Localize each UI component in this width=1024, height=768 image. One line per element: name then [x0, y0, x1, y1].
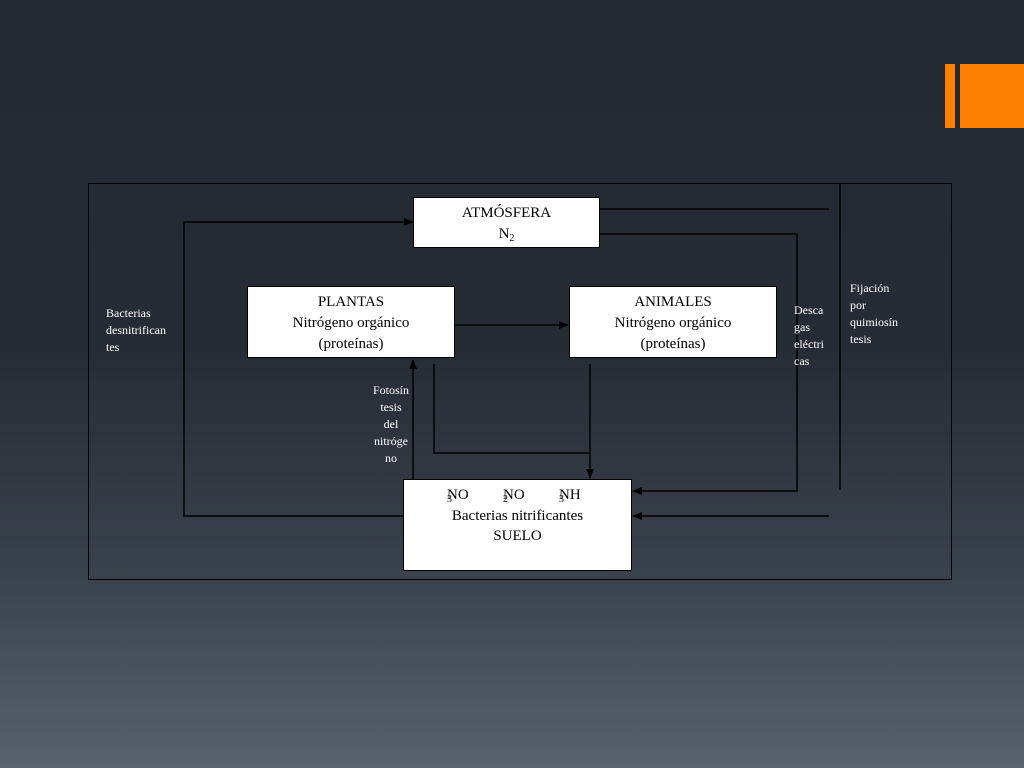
- label-discharges-line: Desca: [794, 303, 824, 317]
- soil-nh3-sub: 3: [559, 494, 564, 505]
- label-denitrifying-line: Bacterias: [106, 306, 151, 320]
- atmosphere-formula: N2: [414, 224, 599, 245]
- soil-nh3-base: NH: [559, 487, 581, 503]
- label-photosynthesis-line: Fotosín: [372, 383, 409, 397]
- atmosphere-title: ATMÓSFERA: [461, 205, 552, 221]
- label-nitrogen-photosynthesis: Fotosín tesis del nitróge no: [366, 382, 416, 467]
- atmosphere-box: ATMÓSFERA N2: [413, 197, 600, 248]
- animals-line3: (proteínas): [640, 336, 706, 352]
- animals-line2: Nitrógeno orgánico: [614, 315, 732, 331]
- soil-no2-base: NO: [503, 487, 525, 503]
- animals-box: ANIMALES Nitrógeno orgánico (proteínas): [569, 286, 777, 358]
- plants-title: PLANTAS: [317, 294, 385, 310]
- label-electrical-discharges: Desca gas eléctri cas: [794, 302, 824, 370]
- atmosphere-formula-base: N: [498, 226, 510, 242]
- atmosphere-formula-sub: 2: [509, 233, 515, 244]
- plants-line2: Nitrógeno orgánico: [292, 315, 410, 331]
- label-photosynthesis-line: no: [385, 451, 397, 465]
- soil-line3: SUELO: [493, 528, 542, 544]
- arrow-plants-soil: [433, 364, 589, 454]
- diagram-frame: [88, 183, 952, 580]
- soil-line2: Bacterias nitrificantes: [451, 508, 584, 524]
- label-fixation-line: quimiosín: [850, 315, 899, 329]
- label-fixation-line: tesis: [850, 332, 872, 346]
- plants-box: PLANTAS Nitrógeno orgánico (proteínas): [247, 286, 455, 358]
- accent-bar-thin: [945, 64, 955, 128]
- accent-bar-thick: [960, 64, 1024, 128]
- label-denitrifying-bacteria: Bacterias desnitrifican tes: [106, 305, 166, 356]
- label-chemosynthesis-fixation: Fijación por quimiosín tesis: [850, 280, 898, 348]
- label-denitrifying-line: desnitrifican: [106, 323, 166, 337]
- label-fixation-line: Fijación: [850, 281, 890, 295]
- plants-line3: (proteínas): [318, 336, 384, 352]
- arrow-electrical-discharges: [600, 233, 798, 495]
- soil-no2-sub: 2: [503, 494, 508, 505]
- label-discharges-line: gas: [794, 320, 810, 334]
- soil-no3-sub: 3: [447, 494, 452, 505]
- arrow-denitrification: [183, 218, 414, 517]
- label-photosynthesis-line: del: [383, 417, 399, 431]
- label-discharges-line: cas: [794, 354, 810, 368]
- label-photosynthesis-line: tesis: [380, 400, 402, 414]
- label-photosynthesis-line: nitróge: [374, 434, 408, 448]
- soil-no3-base: NO: [447, 487, 469, 503]
- label-fixation-line: por: [850, 298, 866, 312]
- label-discharges-line: eléctri: [794, 337, 824, 351]
- label-denitrifying-line: tes: [106, 340, 120, 354]
- animals-title: ANIMALES: [634, 294, 712, 310]
